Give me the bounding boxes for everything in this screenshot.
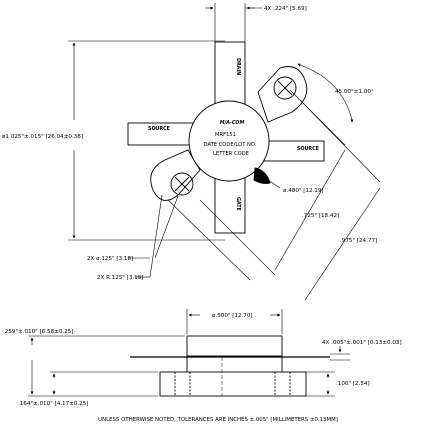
ceramic-cap: [188, 100, 270, 182]
dim-cap-dia: ø.500" [12.70]: [212, 313, 253, 319]
logo: M/A-COM: [220, 120, 245, 126]
dim-span-975: .975" [24.77]: [340, 238, 377, 244]
dim-flange-100: .100" [2.54]: [336, 381, 370, 387]
cap-notch: [253, 167, 271, 185]
source-label-right: SOURCE: [297, 146, 319, 152]
side-dimension-lines: [28, 309, 350, 397]
letter-code: LETTER CODE: [213, 151, 249, 157]
date-code: DATE CODE/LOT NO.: [204, 142, 257, 148]
dim-hole-dia: ø.480" [12.19]: [283, 188, 324, 194]
flange-ear-upper-right: [257, 66, 308, 123]
dim-span-725: .725" [18.42]: [302, 213, 339, 219]
dim-height: .259"±.010" [6.58±0.25]: [3, 329, 73, 335]
side-cap: [186, 335, 283, 357]
dim-hole-125: 2X ø.125" [3.18]: [87, 256, 133, 262]
dim-lead-thickness: 4X .005"±.001" [0.13±0.03]: [322, 340, 402, 346]
dimension-lines: [68, 3, 381, 301]
dim-flange-164: .164"±.010" [4.17±0.25]: [18, 401, 88, 407]
gate-lead: [214, 174, 246, 234]
source-label-left: SOURCE: [148, 126, 170, 132]
top-view: [127, 41, 325, 234]
drain-lead: [214, 41, 246, 105]
side-flange: [159, 371, 307, 397]
drain-label: DRAIN: [235, 58, 241, 75]
footnote: UNLESS OTHERWISE NOTED, TOLERANCES ARE I…: [98, 417, 338, 423]
part-number: MRF151: [215, 132, 236, 138]
side-view: [130, 335, 330, 397]
dim-lead-width: 4X .224" [5.69]: [264, 6, 307, 12]
dim-angle: 45.00°±1.00°: [335, 89, 374, 95]
dim-radius-125: 2X R.125" [3.18]: [97, 275, 143, 281]
dim-overall-dia: ø1.025"±.015" [26.04±0.38]: [2, 134, 83, 140]
flange-ear-lower-left: [150, 149, 201, 201]
gate-label: GATE: [235, 197, 241, 211]
